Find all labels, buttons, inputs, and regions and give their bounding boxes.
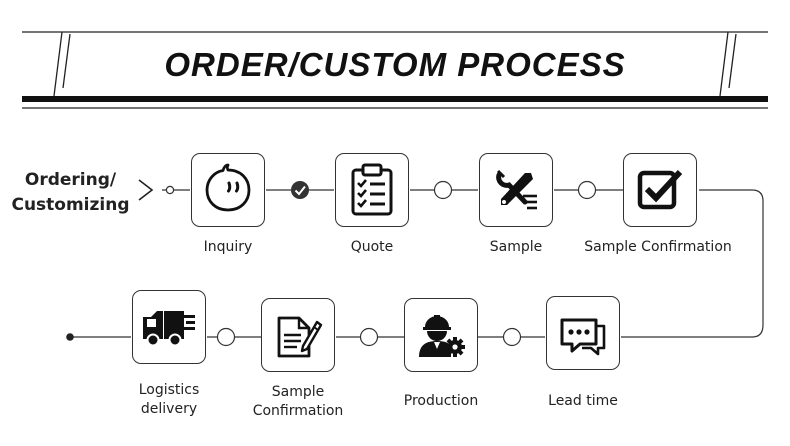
tools-wrench-screwdriver-icon (496, 169, 537, 210)
step-label-line: delivery (140, 401, 198, 417)
connector-node (216, 327, 236, 347)
checkbox-icon (637, 169, 683, 210)
connector-node (502, 327, 522, 347)
step-production (404, 298, 478, 372)
intro-line-2: Customizing (11, 195, 130, 215)
ordering-customizing-label: Ordering/ Customizing (8, 168, 133, 218)
step-label-production: Production (403, 393, 479, 409)
worker-gear-icon (419, 315, 465, 357)
start-node (165, 185, 175, 195)
speech-bubbles-icon (560, 318, 606, 356)
step-label-logistics-delivery: Logistics delivery (119, 381, 219, 419)
step-label-line: Confirmation (252, 403, 344, 419)
step-label-line: Sample (271, 384, 325, 400)
step-logistics-delivery (132, 290, 206, 364)
step-quote (335, 153, 409, 227)
intro-line-1: Ordering/ (24, 170, 117, 190)
step-label-lead-time: Lead time (548, 393, 618, 409)
document-pen-icon (277, 316, 323, 358)
step-sample (479, 153, 553, 227)
step-label-line: Logistics (138, 382, 200, 398)
step-label-inquiry: Inquiry (203, 239, 253, 255)
step-sample-confirmation-2 (261, 298, 335, 372)
step-sample-confirmation (623, 153, 697, 227)
step-label-sample-confirmation-2: Sample Confirmation (248, 383, 348, 421)
step-label-sample: Sample (489, 239, 543, 255)
end-node (66, 333, 74, 341)
banner-frame (22, 31, 768, 109)
check-icon (294, 185, 306, 196)
step-lead-time (546, 296, 620, 370)
chat-bubble-face-icon (205, 163, 251, 212)
connector-node (577, 180, 597, 200)
check-node (291, 181, 309, 199)
clipboard-checklist-icon (351, 163, 393, 216)
header-banner: ORDER/CUSTOM PROCESS (0, 0, 790, 120)
chevron-right-icon (138, 179, 154, 201)
page-title: ORDER/CUSTOM PROCESS (164, 46, 626, 83)
connector-node (359, 327, 379, 347)
connector-node (433, 180, 453, 200)
step-inquiry (191, 153, 265, 227)
step-label-quote: Quote (350, 239, 394, 255)
delivery-truck-icon (143, 311, 195, 347)
step-label-sample-confirmation: Sample Confirmation (584, 239, 732, 255)
